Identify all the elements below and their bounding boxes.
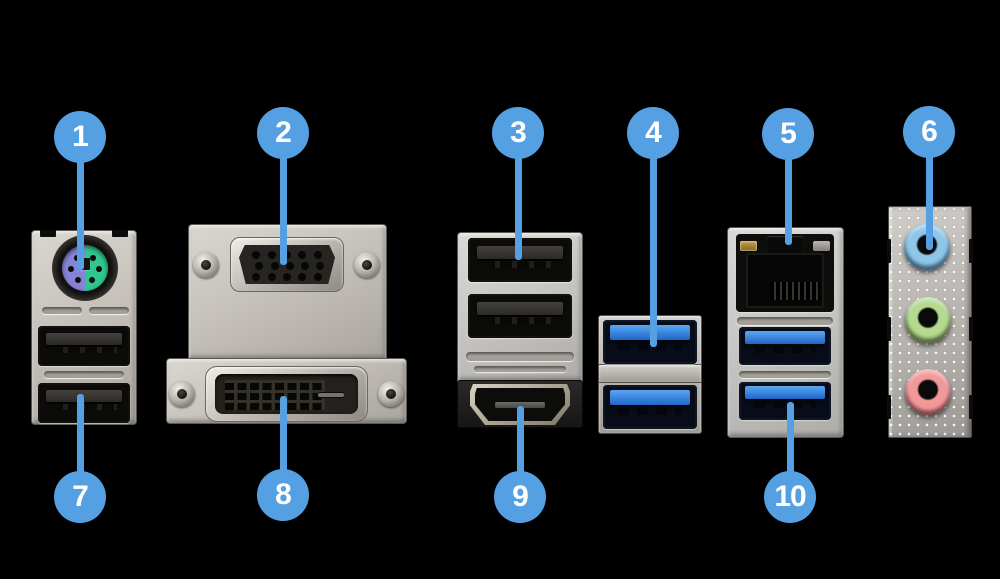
callout-5-badge: 5 [762,108,814,160]
callout-8-badge: 8 [257,469,309,521]
usb2-port-icon [38,383,130,423]
callout-9-badge: 9 [494,471,546,523]
callout-3-badge: 3 [492,107,544,159]
callout-6-badge: 6 [903,106,955,158]
vga-port-icon [230,237,344,292]
callout-1-badge: 1 [54,111,106,163]
usb3-port-icon [739,382,831,420]
lan-led-right [813,241,830,251]
ps2-combo-port-icon [52,235,118,301]
callout-7-badge: 7 [54,471,106,523]
callout-7-line [77,394,84,486]
usb3-port-icon [739,327,831,365]
screw-post-icon [193,252,219,278]
usb2-port-icon [468,294,572,338]
callout-5-line [785,147,792,245]
screw-post-icon [169,381,195,407]
callout-10-line [787,402,794,484]
callout-2-badge: 2 [257,107,309,159]
callout-3-line [515,146,522,260]
callout-8-line [280,396,287,482]
callout-6-line [926,145,933,250]
lan-led-left [740,241,757,251]
callout-1-line [77,150,84,270]
usb3-port-icon [603,385,697,429]
callout-4-line [650,146,657,347]
callout-9-line [517,406,524,484]
screw-post-icon [378,381,404,407]
callout-10-badge: 10 [764,471,816,523]
mic-in-jack-icon [905,369,951,415]
usb2-port-icon [38,326,130,366]
callout-2-line [280,146,287,265]
screw-post-icon [354,252,380,278]
callout-4-badge: 4 [627,107,679,159]
line-out-jack-icon [905,297,951,343]
